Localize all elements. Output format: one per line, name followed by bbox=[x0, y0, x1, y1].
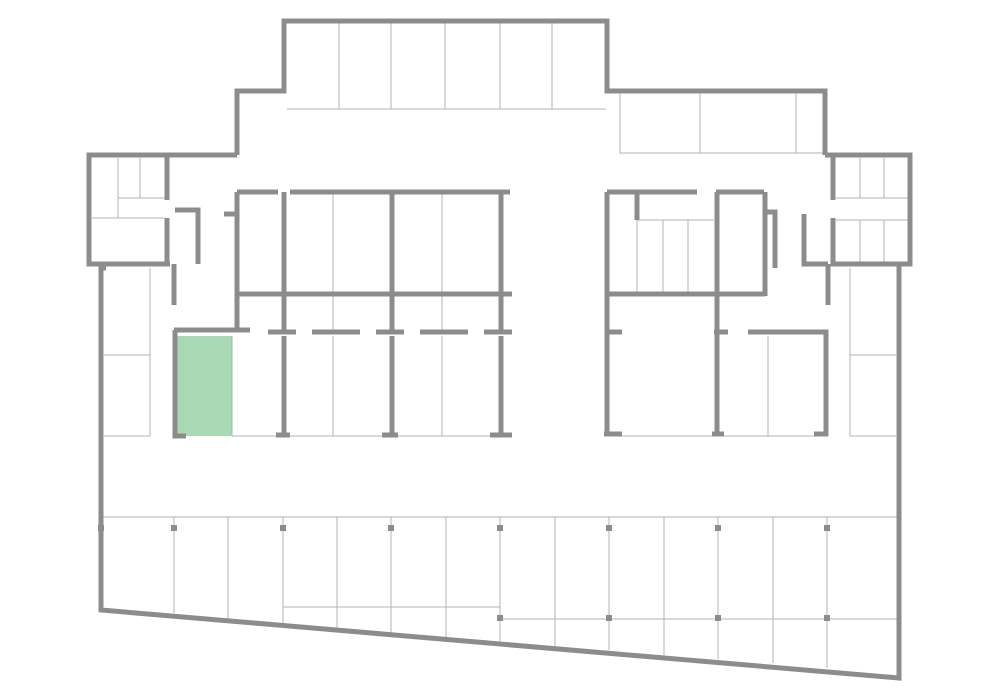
structural-walls bbox=[86, 18, 913, 681]
parking-space[interactable] bbox=[445, 23, 500, 109]
parking-space[interactable] bbox=[552, 23, 606, 109]
parking-space[interactable] bbox=[287, 23, 339, 109]
parking-space[interactable] bbox=[232, 336, 284, 436]
parking-space[interactable] bbox=[722, 336, 768, 436]
parking-space[interactable] bbox=[500, 23, 552, 109]
highlighted-parking-space[interactable] bbox=[177, 336, 232, 436]
parking-space[interactable] bbox=[391, 23, 445, 109]
parking-space[interactable] bbox=[442, 336, 501, 436]
parking-space[interactable] bbox=[287, 336, 333, 436]
column-posts bbox=[98, 525, 830, 621]
parking-space[interactable] bbox=[333, 336, 392, 436]
outer-wall bbox=[234, 18, 828, 155]
parking-spaces bbox=[232, 23, 826, 436]
parking-space[interactable] bbox=[339, 23, 391, 109]
parking-space[interactable] bbox=[768, 336, 826, 436]
parking-space[interactable] bbox=[395, 336, 442, 436]
